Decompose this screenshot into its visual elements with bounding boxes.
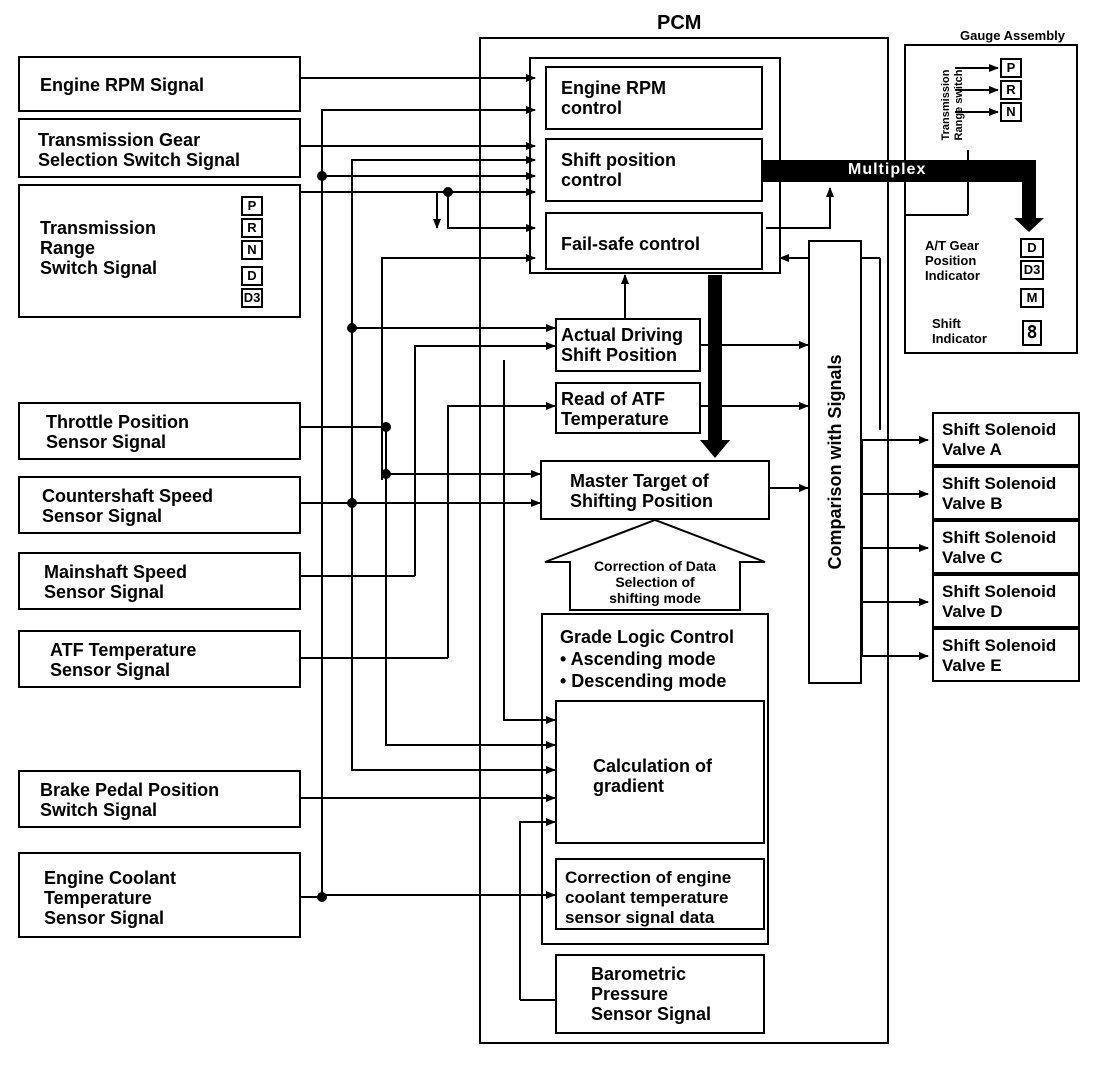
grade-logic-control-label: Grade Logic Control • Ascending mode • D… xyxy=(560,627,735,691)
gauge-indicator-d3: D3 xyxy=(1020,260,1044,280)
shift-solenoid-c: Shift Solenoid Valve C xyxy=(932,520,1080,574)
engine-rpm-control-block: Engine RPM control xyxy=(545,66,763,130)
input-brake-pedal-signal: Brake Pedal Position Switch Signal xyxy=(18,770,301,828)
grade-logic-outline xyxy=(541,613,769,945)
input-throttle-position-signal: Throttle Position Sensor Signal xyxy=(18,402,301,460)
pcm-outline xyxy=(479,37,889,1044)
shift-position-control-block: Shift position control xyxy=(545,138,763,202)
shift-solenoid-d: Shift Solenoid Valve D xyxy=(932,574,1080,628)
range-letter-n: N xyxy=(241,240,263,260)
calculation-of-gradient-block: Calculation of gradient xyxy=(555,700,765,844)
multiplex-label: Multiplex xyxy=(848,161,927,178)
range-letter-p: P xyxy=(241,196,263,216)
comparison-with-signals-label: Comparison with Signals xyxy=(825,354,845,570)
input-mainshaft-speed-signal: Mainshaft Speed Sensor Signal xyxy=(18,552,301,610)
input-atf-temperature-signal: ATF Temperature Sensor Signal xyxy=(18,630,301,688)
input-engine-coolant-signal: Engine Coolant Temperature Sensor Signal xyxy=(18,852,301,938)
shift-solenoid-e: Shift Solenoid Valve E xyxy=(932,628,1080,682)
shift-indicator-label: Shift Indicator xyxy=(932,316,987,346)
shift-solenoid-b: Shift Solenoid Valve B xyxy=(932,466,1080,520)
correction-hollow-arrow xyxy=(544,518,766,611)
input-engine-rpm-signal: Engine RPM Signal xyxy=(18,56,301,112)
gauge-assembly-outline xyxy=(904,44,1078,354)
correction-of-data-label: Correction of Data Selection of shifting… xyxy=(593,558,717,606)
gauge-indicator-p: P xyxy=(1000,58,1022,78)
gear-position-indicator-label: A/T Gear Position Indicator xyxy=(925,238,980,283)
actual-driving-shift-position-block: Actual Driving Shift Position xyxy=(555,318,701,372)
barometric-pressure-block: Barometric Pressure Sensor Signal xyxy=(555,954,765,1034)
range-letter-d: D xyxy=(241,266,263,286)
multiplex-bus xyxy=(700,160,1044,458)
pcm-title: PCM xyxy=(657,12,702,34)
range-letter-d3: D3 xyxy=(241,288,263,308)
master-target-shifting-block: Master Target of Shifting Position xyxy=(540,460,770,520)
transmission-range-switch-label: Transmission Range switch xyxy=(940,69,965,141)
comparison-with-signals-block xyxy=(808,240,862,684)
coolant-correction-block: Correction of engine coolant temperature… xyxy=(555,858,765,930)
gauge-indicator-r: R xyxy=(1000,80,1022,100)
gauge-indicator-m: M xyxy=(1020,288,1044,308)
fail-safe-control-block: Fail-safe control xyxy=(545,212,763,270)
gauge-indicator-n: N xyxy=(1000,102,1022,122)
range-letter-r: R xyxy=(241,218,263,238)
shift-solenoid-a: Shift Solenoid Valve A xyxy=(932,412,1080,466)
range-switch-label: Transmission Range Switch Signal xyxy=(40,218,158,278)
gauge-indicator-d: D xyxy=(1020,238,1044,258)
gauge-assembly-title: Gauge Assembly xyxy=(960,28,1066,43)
read-atf-temperature-block: Read of ATF Temperature xyxy=(555,382,701,434)
input-gear-selection-switch-signal: Transmission Gear Selection Switch Signa… xyxy=(18,118,301,178)
shift-indicator-segment-icon: 8 xyxy=(1022,320,1042,346)
input-countershaft-speed-signal: Countershaft Speed Sensor Signal xyxy=(18,476,301,534)
